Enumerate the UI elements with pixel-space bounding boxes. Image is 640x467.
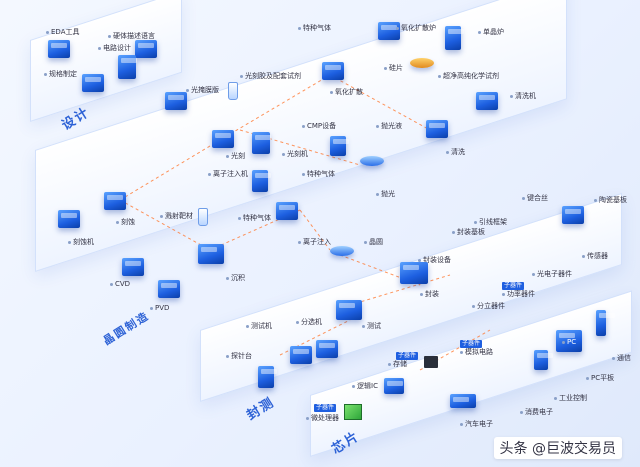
probe-station-icon xyxy=(258,366,277,388)
label-deposition: 沉积 xyxy=(226,274,245,283)
testing-icon xyxy=(336,300,362,320)
spec-icon xyxy=(82,74,104,92)
oxidation-furnace-icon xyxy=(378,22,400,40)
wafer-silicon-icon xyxy=(410,58,434,68)
label-pc: PC xyxy=(562,338,576,347)
label-optoelectronic: 光电子器件 xyxy=(532,270,572,279)
label-gas-2: 特种气体 xyxy=(298,24,331,33)
cleaning-machine-icon xyxy=(476,92,498,110)
label-leadframe: 引线框架 xyxy=(474,218,507,227)
label-discrete: 分立器件 xyxy=(472,302,505,311)
label-mask: 光掩膜版 xyxy=(186,86,219,95)
label-ceramic: 陶瓷基板 xyxy=(594,196,627,205)
label-polish: 抛光 xyxy=(376,190,395,199)
polish-icon xyxy=(360,156,384,166)
label-sputter: 溅射靶材 xyxy=(160,212,193,221)
ion-implant-icon xyxy=(276,202,298,220)
label-memory: 存储 xyxy=(388,360,407,369)
label-hdl: 硬体描述语言 xyxy=(108,32,155,41)
label-litho-machine: 光刻机 xyxy=(282,150,308,159)
tower-icon xyxy=(596,310,615,336)
tag-mpu: 子器件 xyxy=(314,404,337,412)
label-circuit: 电路设计 xyxy=(98,44,131,53)
label-pkg-equip: 封装设备 xyxy=(418,256,451,265)
label-power: 功率器件 xyxy=(502,290,535,299)
photomask-icon xyxy=(165,92,187,110)
label-crystal-puller: 单晶炉 xyxy=(478,28,504,37)
label-probe: 探针台 xyxy=(226,352,252,361)
label-sorter: 分选机 xyxy=(296,318,322,327)
label-cvd: CVD xyxy=(110,280,130,289)
wafer-icon xyxy=(330,246,354,256)
label-pc-tablet: PC平板 xyxy=(586,374,614,383)
photoresist-icon xyxy=(228,82,238,100)
label-silicon: 硅片 xyxy=(384,64,403,73)
cmp-icon xyxy=(330,136,349,156)
lithography-machine-icon xyxy=(252,132,271,154)
label-etch: 刻蚀 xyxy=(116,218,135,227)
oxidation-icon xyxy=(322,62,344,80)
label-auto: 汽车电子 xyxy=(460,420,493,429)
label-gas-3: 特种气体 xyxy=(238,214,271,223)
robot-arm-icon xyxy=(534,350,553,370)
label-mpu: 微处理器 xyxy=(306,414,339,423)
label-cleaning: 清洗 xyxy=(446,148,465,157)
lithography-icon xyxy=(212,130,234,148)
hdl-icon xyxy=(135,40,157,58)
label-photoresist: 光刻胶及配套试剂 xyxy=(240,72,301,81)
label-etcher: 刻蚀机 xyxy=(68,238,94,247)
label-testing: 测试 xyxy=(362,322,381,331)
memory-chip-icon xyxy=(424,356,438,368)
label-wafer: 晶圆 xyxy=(364,238,383,247)
mpu-chip-icon xyxy=(344,404,362,420)
label-chemicals-2: 超净高纯化学试剂 xyxy=(438,72,499,81)
label-ion-implanter: 离子注入机 xyxy=(208,170,248,179)
crystal-puller-icon xyxy=(445,26,464,50)
cvd-icon xyxy=(122,258,144,276)
tag-power: 子器件 xyxy=(502,282,525,290)
pvd-icon xyxy=(158,280,180,298)
cleaning-icon xyxy=(426,120,448,138)
sorter-machine-icon xyxy=(316,340,338,358)
tag-analog: 子器件 xyxy=(460,340,483,348)
watermark-text: 头条 @巨波交易员 xyxy=(493,437,622,459)
watermark: 头条 @巨波交易员 xyxy=(493,437,622,459)
label-logic: 逻辑IC xyxy=(352,382,378,391)
packaging-icon xyxy=(400,262,428,284)
label-packaging: 封装 xyxy=(420,290,439,299)
eda-tool-icon xyxy=(48,40,70,58)
label-comm: 通信 xyxy=(612,354,631,363)
label-cleaner: 清洗机 xyxy=(510,92,536,101)
label-industrial: 工业控制 xyxy=(554,394,587,403)
tag-memory: 子器件 xyxy=(396,352,419,360)
label-analog: 模拟电路 xyxy=(460,348,493,357)
label-pvd: PVD xyxy=(150,304,169,313)
label-ion-implant: 离子注入 xyxy=(298,238,331,247)
label-oxidation: 氧化扩散 xyxy=(330,88,363,97)
label-litho: 光刻 xyxy=(226,152,245,161)
label-cmp: CMP设备 xyxy=(302,122,336,131)
ceramic-substrate-icon xyxy=(562,206,584,224)
label-consumer: 消费电子 xyxy=(520,408,553,417)
sputter-target-icon xyxy=(198,208,208,226)
etch-icon xyxy=(104,192,126,210)
label-bond-wire: 键合丝 xyxy=(522,194,548,203)
tester-machine-icon xyxy=(290,346,312,364)
car-icon xyxy=(450,394,476,408)
label-gas-1: 特种气体 xyxy=(302,170,335,179)
label-eda: EDA工具 xyxy=(46,28,79,37)
label-slurry: 抛光液 xyxy=(376,122,402,131)
label-sensor: 传感器 xyxy=(582,252,608,261)
deposition-icon xyxy=(198,244,224,264)
label-substrate: 封装基板 xyxy=(452,228,485,237)
label-spec: 规格制定 xyxy=(44,70,77,79)
etcher-icon xyxy=(58,210,80,228)
logic-ic-icon xyxy=(384,378,404,394)
label-oxid-furnace: 氧化扩散炉 xyxy=(396,24,436,33)
circuit-design-icon xyxy=(118,55,137,79)
label-tester: 测试机 xyxy=(246,322,272,331)
ion-implanter-icon xyxy=(252,170,271,192)
